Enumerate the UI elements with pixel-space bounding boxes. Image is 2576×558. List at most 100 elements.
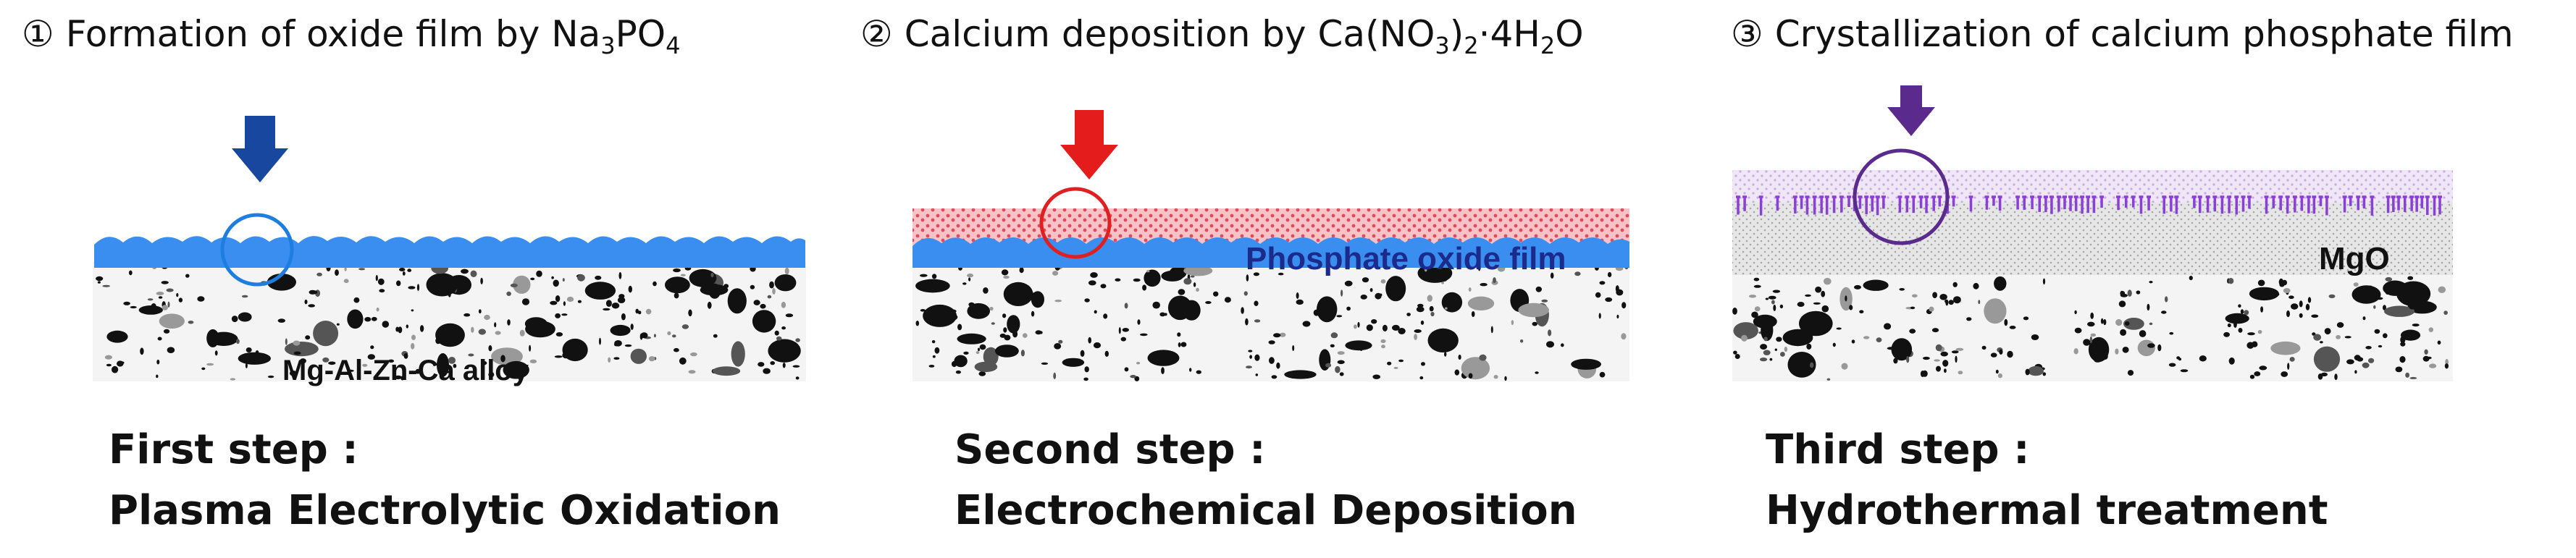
- alloy-particle: [1548, 329, 1552, 337]
- alloy-particle: [1429, 305, 1434, 312]
- alloy-particle: [2311, 314, 2319, 318]
- alloy-particle: [267, 375, 274, 379]
- alloy-particle: [482, 361, 487, 365]
- alloy-particle: [1417, 303, 1424, 308]
- alloy-particle: [1253, 272, 1259, 276]
- alloy-particle: [1337, 360, 1345, 365]
- alloy-particle: [2400, 342, 2406, 347]
- alloy-particle: [1955, 355, 1958, 363]
- alloy-particle: [1398, 328, 1406, 334]
- alloy-particle: [1773, 304, 1776, 311]
- alloy-particle: [2399, 356, 2406, 363]
- alloy-particle: [1845, 295, 1847, 302]
- alloy-particle: [2383, 333, 2388, 339]
- alloy-particle: [795, 338, 800, 342]
- alloy-particle: [1254, 300, 1259, 306]
- alloy-particles: [1732, 276, 2449, 381]
- alloy-particle: [328, 361, 336, 365]
- alloy-particle: [2445, 358, 2449, 365]
- alloy-particle: [2124, 321, 2130, 326]
- alloy-particle: [2259, 365, 2267, 371]
- process-name: Electrochemical Deposition: [955, 487, 1577, 534]
- alloy-particle: [277, 318, 285, 323]
- crystal-needle: [2162, 195, 2167, 214]
- alloy-particle: [1468, 287, 1472, 292]
- alloy-particle: [681, 324, 689, 329]
- alloy-particle: [1023, 333, 1028, 338]
- alloy-particle: [530, 277, 535, 281]
- alloy-particle: [1810, 362, 1814, 368]
- crystal-needle: [2409, 195, 2415, 211]
- alloy-particle: [478, 309, 482, 314]
- alloy-particle: [1832, 342, 1836, 347]
- crystal-needle: [1997, 195, 2002, 211]
- alloy-particle: [1336, 315, 1343, 318]
- alloy-particle: [388, 359, 395, 363]
- alloy-particle: [178, 297, 183, 303]
- alloy-particle: [157, 337, 162, 341]
- diagram-third-step: MgO: [1732, 85, 2453, 381]
- crystal-needle: [2099, 195, 2105, 208]
- alloy-particle: [1165, 313, 1167, 316]
- alloy-particle: [690, 352, 697, 357]
- alloy-particle: [1893, 358, 1898, 364]
- alloy-particle: [2336, 322, 2344, 328]
- alloy-particle: [2281, 371, 2288, 377]
- alloy-particle: [1493, 277, 1496, 284]
- crystal-needle: [1819, 195, 1824, 214]
- alloy-particle: [782, 363, 786, 368]
- alloy-particle: [1213, 291, 1219, 297]
- alloy-particle: [1824, 277, 1832, 285]
- alloy-particle: [1923, 356, 1930, 360]
- alloy-particle: [289, 370, 297, 376]
- alloy-particle: [1161, 367, 1165, 374]
- alloy-particle: [448, 292, 451, 297]
- alloy-particle: [1246, 365, 1252, 369]
- alloy-particle: [336, 323, 340, 326]
- alloy-particle: [2336, 334, 2341, 339]
- alloy-particle: [112, 365, 119, 373]
- alloy-particle: [2429, 363, 2437, 368]
- alloy-particle: [1406, 313, 1411, 316]
- alloy-particle: [1248, 350, 1253, 352]
- alloy-particle: [299, 358, 306, 364]
- process-name: Plasma Electrolytic Oxidation: [109, 487, 781, 534]
- alloy-particle: [768, 339, 801, 363]
- alloy-particle: [1007, 315, 1020, 334]
- alloy-particle: [1381, 344, 1385, 349]
- alloy-particle: [245, 363, 248, 368]
- alloy-particle: [1518, 303, 1549, 318]
- alloy-particle: [934, 347, 940, 354]
- alloy-particle: [1978, 300, 1981, 305]
- alloy-particle: [156, 292, 164, 295]
- alloy-particle: [471, 326, 474, 333]
- alloy-particle: [1180, 342, 1187, 347]
- alloy-particle: [763, 368, 771, 374]
- alloy-particle: [1779, 304, 1784, 309]
- alloy-particle: [1799, 310, 1833, 337]
- alloy-particle: [618, 271, 622, 279]
- crystal-needle: [1839, 195, 1844, 213]
- alloy-particle: [525, 321, 555, 338]
- crystal-needle: [2123, 195, 2128, 208]
- alloy-particle: [1147, 350, 1180, 366]
- alloy-particle: [1100, 284, 1107, 289]
- alloy-particle: [1849, 305, 1853, 310]
- alloy-particle: [2346, 359, 2354, 365]
- alloy-particle: [1276, 362, 1280, 369]
- alloy-particle: [1337, 351, 1345, 355]
- alloy-particle: [2324, 328, 2331, 335]
- alloy-particle: [577, 300, 582, 303]
- alloy-particle: [630, 324, 634, 330]
- alloy-particle: [1357, 321, 1360, 328]
- alloy-particle: [1393, 366, 1398, 369]
- crystal-needle: [2227, 195, 2232, 214]
- alloy-particle: [2042, 372, 2047, 376]
- alloy-particle: [1385, 276, 1406, 302]
- alloy-particle: [1784, 347, 1788, 352]
- layer-label-phosphate: Phosphate oxide film: [1246, 241, 1566, 276]
- alloy-particle: [1541, 299, 1548, 303]
- alloy-particle: [2378, 344, 2383, 348]
- alloy-particle: [1414, 329, 1422, 333]
- alloy-particle: [758, 362, 765, 367]
